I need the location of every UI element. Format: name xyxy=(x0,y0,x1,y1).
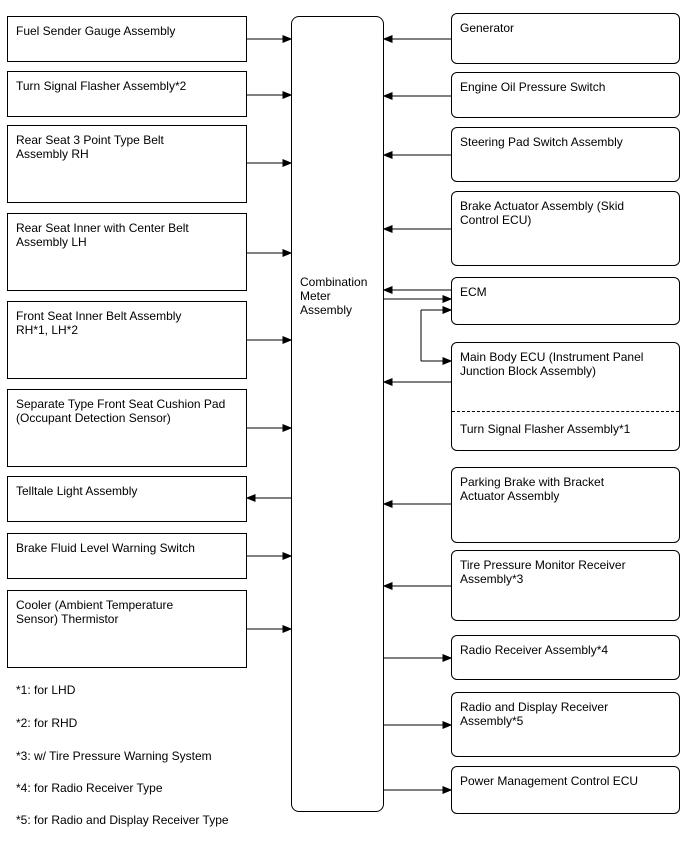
combination-meter-block: Combination Meter Assembly xyxy=(291,16,384,812)
component-front-seat-inner-belt: Front Seat Inner Belt Assembly RH*1, LH*… xyxy=(7,301,247,379)
component-radio-receiver: Radio Receiver Assembly*4 xyxy=(451,635,680,680)
component-cooler-thermistor: Cooler (Ambient Temperature Sensor) Ther… xyxy=(7,590,247,668)
component-label: Fuel Sender Gauge Assembly xyxy=(16,24,176,38)
component-front-seat-cushion-pad: Separate Type Front Seat Cushion Pad (Oc… xyxy=(7,389,247,467)
arrowhead-turn-signal-flasher-2 xyxy=(282,91,293,99)
component-label: Tire Pressure Monitor Receiver Assembly*… xyxy=(460,558,626,586)
component-label: Power Management Control ECU xyxy=(460,774,639,788)
component-rear-seat-3pt-belt-rh: Rear Seat 3 Point Type Belt Assembly RH xyxy=(7,125,247,203)
component-sub-section: Turn Signal Flasher Assembly*1 xyxy=(452,411,679,450)
arrowhead-rear-seat-inner-belt-lh xyxy=(282,249,293,257)
component-telltale-light: Telltale Light Assembly xyxy=(7,476,247,522)
component-radio-display-receiver: Radio and Display Receiver Assembly*5 xyxy=(451,692,680,757)
component-brake-fluid-switch: Brake Fluid Level Warning Switch xyxy=(7,533,247,579)
arrowhead-tire-pressure-receiver xyxy=(382,582,393,590)
component-steering-pad-switch: Steering Pad Switch Assembly xyxy=(451,127,680,182)
arrowhead-power-management-ecu xyxy=(442,786,453,794)
arrowhead-generator xyxy=(382,35,393,43)
component-label: ECM xyxy=(460,285,487,299)
component-sub-label: Turn Signal Flasher Assembly*1 xyxy=(460,422,631,436)
component-tire-pressure-receiver: Tire Pressure Monitor Receiver Assembly*… xyxy=(451,550,680,621)
arrowhead-telltale-light xyxy=(245,494,256,502)
arrowhead-cooler-thermistor xyxy=(282,625,293,633)
component-parking-brake: Parking Brake with Bracket Actuator Asse… xyxy=(451,467,680,543)
component-label: Main Body ECU (Instrument Panel Junction… xyxy=(460,350,644,378)
component-label: Turn Signal Flasher Assembly*2 xyxy=(16,79,187,93)
component-label: Rear Seat Inner with Center Belt Assembl… xyxy=(16,221,189,249)
component-engine-oil-pressure-switch: Engine Oil Pressure Switch xyxy=(451,72,680,118)
arrowhead-engine-oil-pressure-switch xyxy=(382,92,393,100)
component-label: Generator xyxy=(460,21,515,35)
footnote: *2: for RHD xyxy=(16,716,78,730)
component-label: Separate Type Front Seat Cushion Pad (Oc… xyxy=(16,397,226,425)
component-label: Telltale Light Assembly xyxy=(16,484,138,498)
component-label: Rear Seat 3 Point Type Belt Assembly RH xyxy=(16,133,164,161)
component-label: Parking Brake with Bracket Actuator Asse… xyxy=(460,475,605,503)
arrowhead-brake-fluid-switch xyxy=(282,552,293,560)
component-brake-actuator: Brake Actuator Assembly (Skid Control EC… xyxy=(451,191,680,266)
arrowhead-fuel-sender xyxy=(282,35,293,43)
footnote: *4: for Radio Receiver Type xyxy=(16,781,163,795)
combination-meter-label: Combination Meter Assembly xyxy=(300,275,368,317)
component-rear-seat-inner-belt-lh: Rear Seat Inner with Center Belt Assembl… xyxy=(7,213,247,291)
component-label: Brake Fluid Level Warning Switch xyxy=(16,541,195,555)
arrowhead-front-seat-cushion-pad xyxy=(282,424,293,432)
arrowhead-radio-display-receiver xyxy=(442,721,453,729)
footnote: *3: w/ Tire Pressure Warning System xyxy=(16,749,212,763)
arrowhead-radio-receiver xyxy=(442,654,453,662)
arrowhead-front-seat-inner-belt xyxy=(282,336,293,344)
component-label: Brake Actuator Assembly (Skid Control EC… xyxy=(460,199,625,227)
arrowhead-rear-seat-3pt-belt-rh xyxy=(282,159,293,167)
arrowhead-main-body-link xyxy=(442,357,453,365)
arrowhead-main-body-ecu xyxy=(382,378,393,386)
component-power-management-ecu: Power Management Control ECU xyxy=(451,766,680,814)
arrowhead-steering-pad-switch xyxy=(382,151,393,159)
footnote: *1: for LHD xyxy=(16,683,76,697)
arrowhead-parking-brake xyxy=(382,500,393,508)
arrowhead-ecm-in xyxy=(382,286,393,294)
arrowhead-brake-actuator xyxy=(382,225,393,233)
component-main-body-ecu: Main Body ECU (Instrument Panel Junction… xyxy=(451,342,680,451)
component-label: Cooler (Ambient Temperature Sensor) Ther… xyxy=(16,598,174,626)
component-label: Front Seat Inner Belt Assembly RH*1, LH*… xyxy=(16,309,182,337)
component-label: Engine Oil Pressure Switch xyxy=(460,80,606,94)
component-generator: Generator xyxy=(451,13,680,64)
component-label: Steering Pad Switch Assembly xyxy=(460,135,623,149)
component-fuel-sender: Fuel Sender Gauge Assembly xyxy=(7,16,247,62)
component-turn-signal-flasher-2: Turn Signal Flasher Assembly*2 xyxy=(7,71,247,117)
footnote: *5: for Radio and Display Receiver Type xyxy=(16,813,229,827)
arrowhead-ecm-out xyxy=(442,295,453,303)
component-label: Radio Receiver Assembly*4 xyxy=(460,643,609,657)
component-label: Radio and Display Receiver Assembly*5 xyxy=(460,700,609,728)
component-ecm: ECM xyxy=(451,277,680,325)
arrowhead-ecm-link xyxy=(442,306,453,314)
